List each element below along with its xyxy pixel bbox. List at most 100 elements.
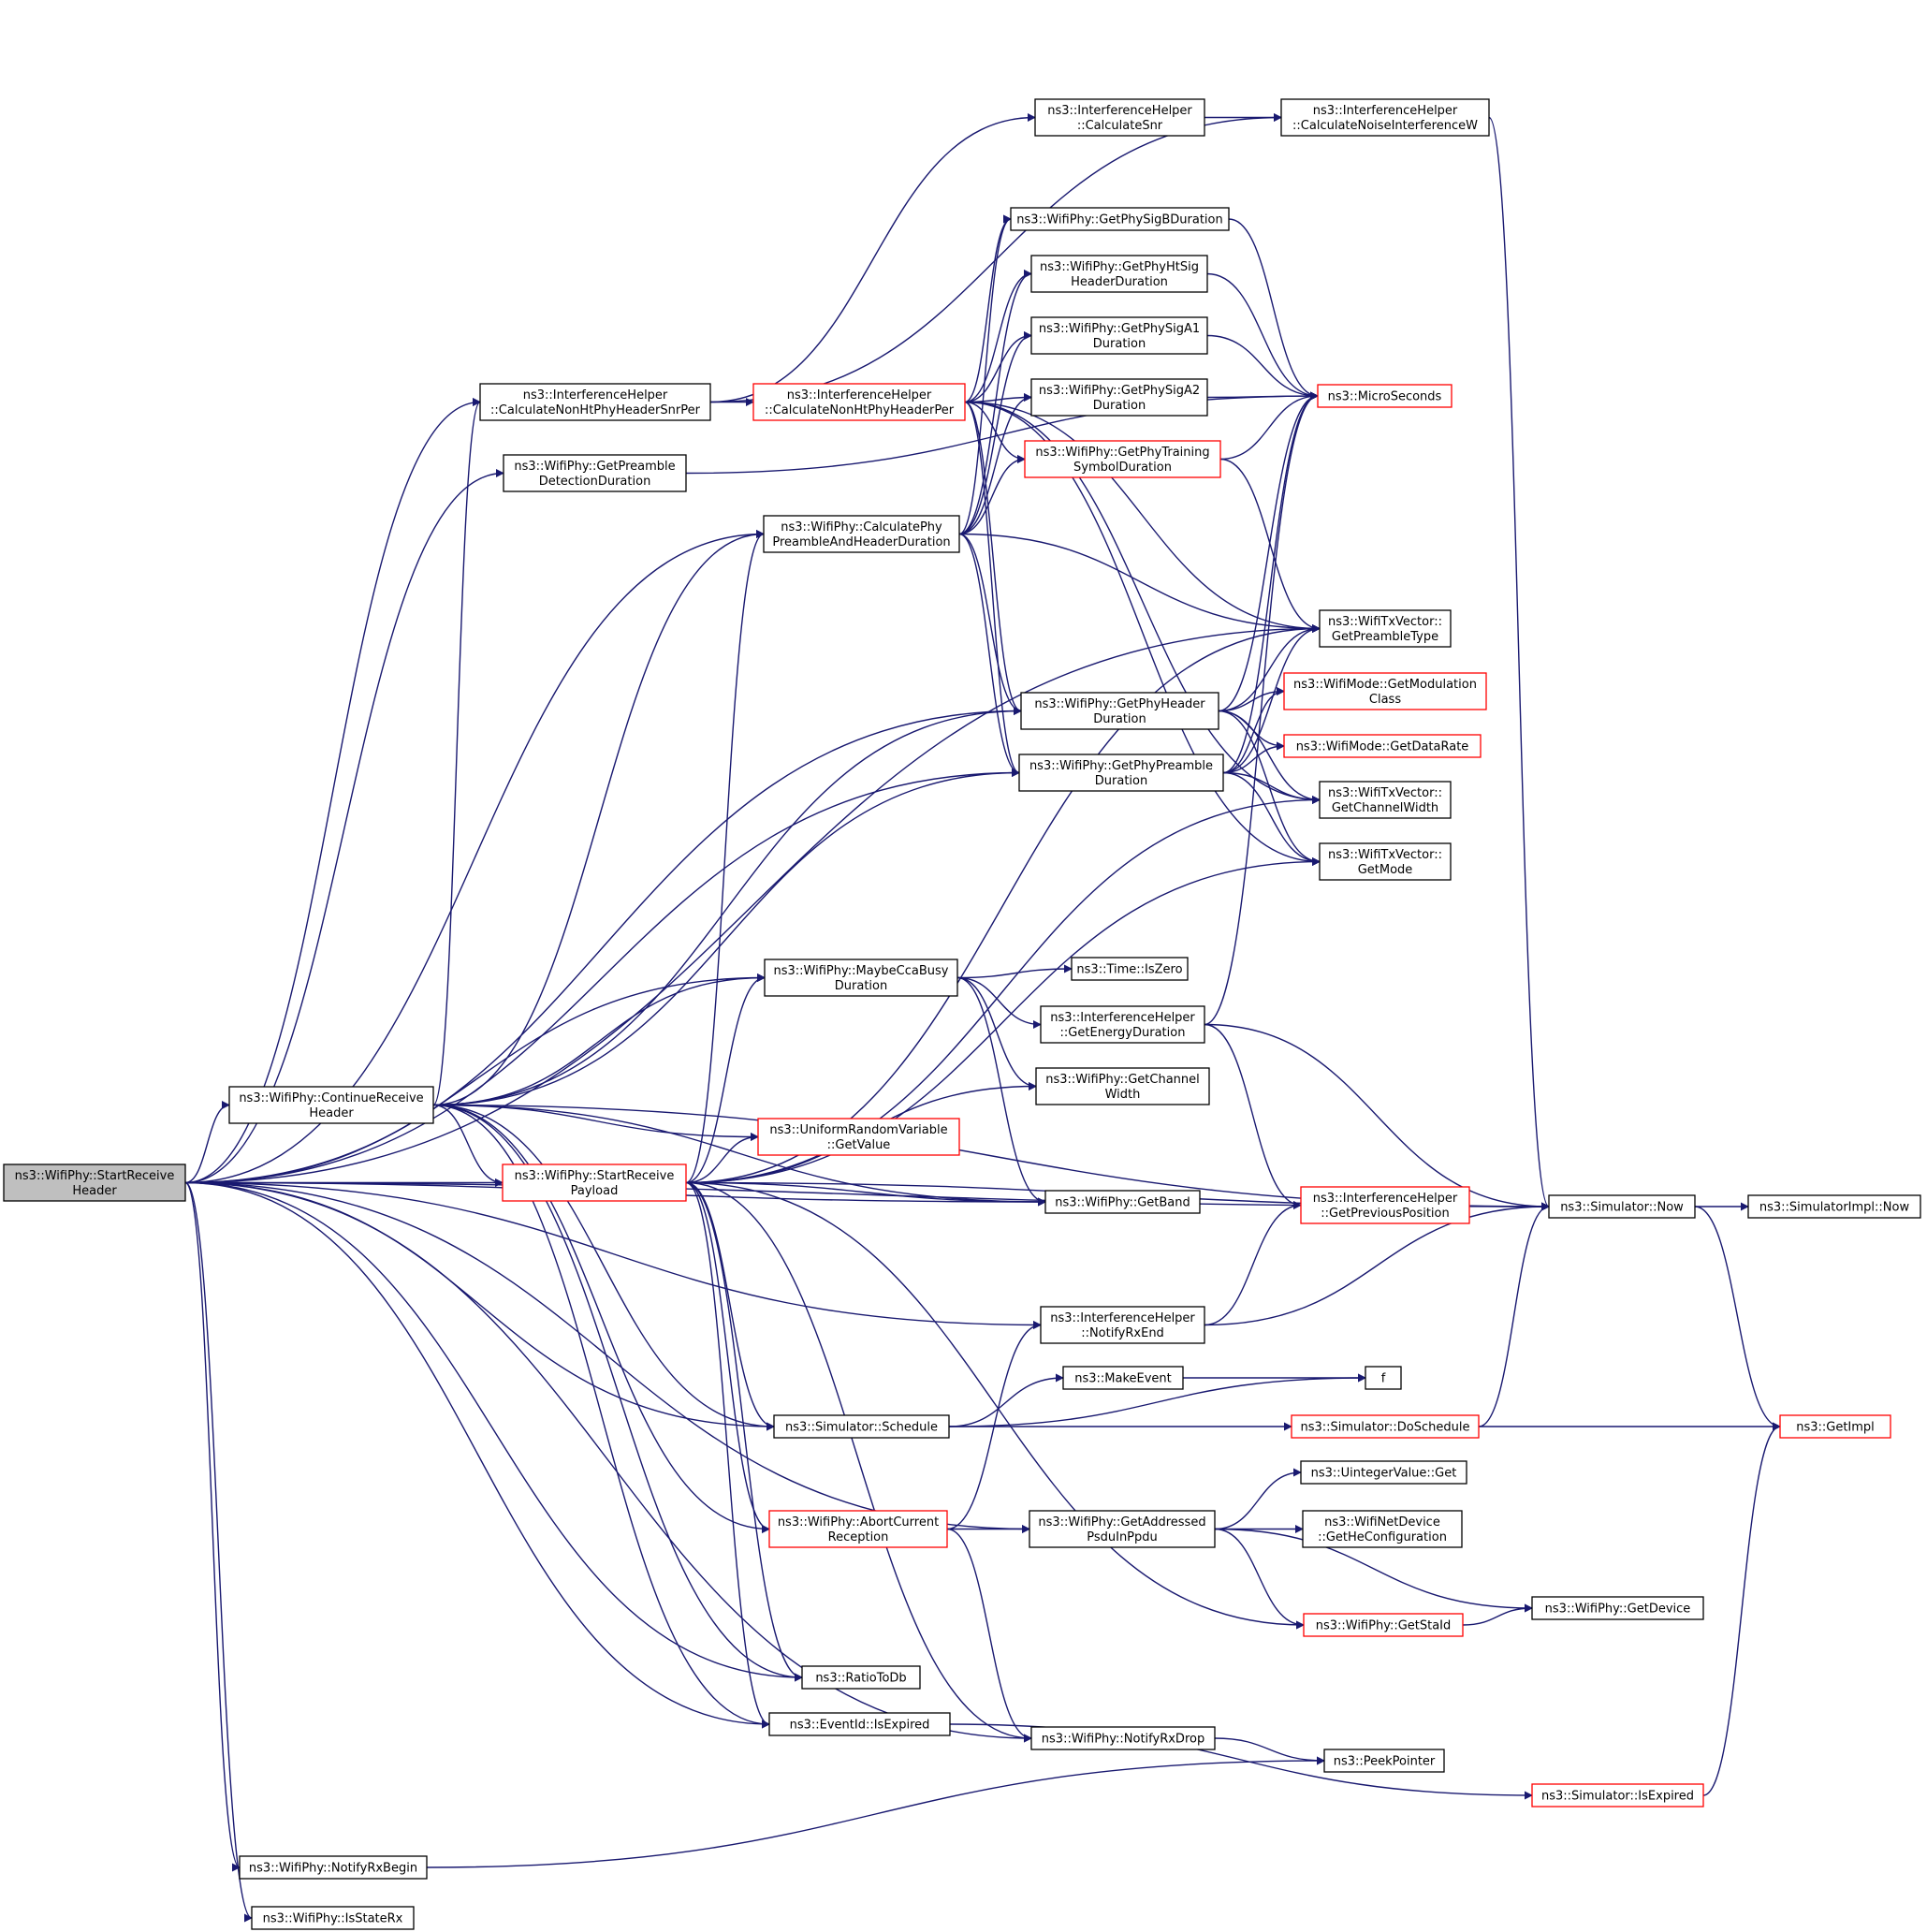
function-node-energy-dur[interactable]: ns3::InterferenceHelper::GetEnergyDurati…: [1040, 1005, 1205, 1044]
function-node-get-band[interactable]: ns3::WifiPhy::GetBand: [1044, 1190, 1201, 1214]
function-node-sig-b[interactable]: ns3::WifiPhy::GetPhySigBDuration: [1010, 207, 1230, 231]
edge-path: [1222, 771, 1321, 804]
function-node-channel-width[interactable]: ns3::WifiPhy::GetChannelWidth: [1035, 1067, 1210, 1105]
function-node-notify-rx-drop[interactable]: ns3::WifiPhy::NotifyRxDrop: [1030, 1726, 1216, 1750]
node-label-line: Duration: [835, 979, 887, 993]
call-edge-phyPreamble-to-dataRate: [1222, 741, 1285, 774]
function-node-notify-rx-begin[interactable]: ns3::WifiPhy::NotifyRxBegin: [239, 1855, 428, 1880]
function-node-now[interactable]: ns3::Simulator::Now: [1548, 1194, 1696, 1219]
node-box: [1030, 1726, 1216, 1750]
call-edge-calcNonHtPer-to-preambleType: [964, 401, 1321, 633]
call-edge-root-to-continueRx: [184, 1101, 230, 1184]
function-node-tx-channel-width[interactable]: ns3::WifiTxVector::GetChannelWidth: [1319, 781, 1452, 819]
node-label-line: ns3::WifiPhy::ContinueReceive: [239, 1091, 423, 1105]
edge-path: [948, 1373, 1366, 1427]
edge-path: [964, 270, 1032, 403]
function-node-get-impl[interactable]: ns3::GetImpl: [1779, 1414, 1891, 1439]
function-node-preamble-type[interactable]: ns3::WifiTxVector::GetPreambleType: [1319, 609, 1452, 648]
call-edge-calcNonHtPer-to-sigA1: [964, 331, 1032, 403]
function-node-calc-non-ht-per[interactable]: ns3::InterferenceHelper::CalculateNonHtP…: [752, 383, 966, 421]
function-node-event-is-expired[interactable]: ns3::EventId::IsExpired: [768, 1712, 951, 1736]
edge-path: [964, 214, 1012, 403]
edge-path: [685, 1181, 1032, 1743]
edge-path: [1222, 771, 1321, 866]
edge-path: [1222, 687, 1285, 774]
function-node-sim-impl-now[interactable]: ns3::SimulatorImpl::Now: [1747, 1194, 1921, 1219]
function-node-micro-seconds[interactable]: ns3::MicroSeconds: [1317, 384, 1453, 408]
function-node-calc-non-ht-snr-per[interactable]: ns3::InterferenceHelper::CalculateNonHtP…: [479, 383, 711, 421]
function-node-uniform-rv[interactable]: ns3::UniformRandomVariable::GetValue: [757, 1118, 960, 1156]
function-node-calc-phy-preamble[interactable]: ns3::WifiPhy::CalculatePhyPreambleAndHea…: [763, 515, 960, 553]
node-box: [1062, 1366, 1184, 1390]
function-node-calc-snr[interactable]: ns3::InterferenceHelper::CalculateSnr: [1034, 98, 1205, 137]
node-label-line: ns3::WifiPhy::GetPhyHtSig: [1040, 260, 1199, 274]
call-edge-noiseInterf-to-now: [1488, 116, 1550, 1211]
edge-path: [958, 533, 1022, 715]
function-node-schedule[interactable]: ns3::Simulator::Schedule: [773, 1414, 950, 1439]
edge-path: [685, 1181, 1046, 1207]
function-node-uint-get[interactable]: ns3::UintegerValue::Get: [1300, 1460, 1467, 1485]
node-label-line: ns3::InterferenceHelper: [1313, 104, 1458, 118]
edge-path: [1206, 334, 1319, 401]
call-edge-sigA2-to-microSeconds: [1206, 391, 1319, 401]
call-edge-phyPreamble-to-preambleType: [1222, 624, 1321, 774]
edge-path: [1214, 1468, 1302, 1530]
function-node-peek-pointer[interactable]: ns3::PeekPointer: [1323, 1749, 1445, 1773]
call-edge-phyPreamble-to-modClass: [1222, 687, 1285, 774]
node-box: [1319, 842, 1452, 881]
function-node-tx-get-mode[interactable]: ns3::WifiTxVector::GetMode: [1319, 842, 1452, 881]
edge-path: [956, 976, 1037, 1090]
function-node-f[interactable]: f: [1365, 1366, 1402, 1390]
call-edge-startRxPayload-to-txChannelWidth: [685, 796, 1321, 1184]
node-label-line: ns3::WifiPhy::StartReceive: [15, 1169, 175, 1183]
call-edge-root-to-phyPreamble: [184, 768, 1020, 1184]
edge-path: [184, 1181, 1550, 1211]
node-label-line: ns3::UniformRandomVariable: [769, 1123, 947, 1137]
node-label-line: ns3::InterferenceHelper: [1050, 1011, 1195, 1025]
node-label-line: ns3::WifiPhy::GetPhyPreamble: [1029, 759, 1213, 773]
call-edge-root-to-now: [184, 1181, 1550, 1211]
function-node-do-schedule[interactable]: ns3::Simulator::DoSchedule: [1291, 1414, 1480, 1439]
function-node-noise-interf[interactable]: ns3::InterferenceHelper::CalculateNoiseI…: [1280, 98, 1490, 137]
node-label-line: ns3::Simulator::IsExpired: [1541, 1790, 1694, 1804]
function-node-get-preamble-det[interactable]: ns3::WifiPhy::GetPreambleDetectionDurati…: [503, 454, 687, 492]
call-edge-root-to-notifyRxBegin: [184, 1181, 241, 1872]
call-edge-startRxPayload-to-maybeCca: [685, 973, 766, 1184]
call-edge-root-to-ratioToDb: [184, 1181, 803, 1682]
call-edge-calcPhyPreamble-to-htSig: [958, 270, 1032, 535]
call-edge-phyPreamble-to-txGetMode: [1222, 771, 1321, 866]
function-node-sim-is-expired[interactable]: ns3::Simulator::IsExpired: [1531, 1783, 1704, 1808]
node-label-line: GetPreambleType: [1332, 630, 1438, 644]
edge-path: [432, 1104, 770, 1533]
function-node-make-event[interactable]: ns3::MakeEvent: [1062, 1366, 1184, 1390]
function-node-training-sym[interactable]: ns3::WifiPhy::GetPhyTrainingSymbolDurati…: [1024, 440, 1221, 478]
call-edge-startRxPayload-to-eventIsExpired: [685, 1181, 770, 1729]
function-node-notify-rx-end[interactable]: ns3::InterferenceHelper::NotifyRxEnd: [1040, 1306, 1205, 1344]
function-node-prev-pos[interactable]: ns3::InterferenceHelper::GetPreviousPosi…: [1300, 1186, 1470, 1224]
edge-path: [958, 393, 1032, 535]
call-edge-addressedPsdu-to-getStaId: [1214, 1528, 1305, 1630]
function-node-ratio-to-db[interactable]: ns3::RatioToDb: [801, 1665, 921, 1690]
call-edge-startRxPayload-to-schedule: [685, 1181, 775, 1431]
function-node-is-state-rx[interactable]: ns3::WifiPhy::IsStateRx: [251, 1906, 415, 1930]
node-box: [239, 1855, 428, 1880]
node-box: [1283, 672, 1487, 710]
edge-path: [956, 976, 1046, 1207]
function-node-data-rate[interactable]: ns3::WifiMode::GetDataRate: [1283, 734, 1482, 758]
function-node-is-zero[interactable]: ns3::Time::IsZero: [1071, 957, 1189, 981]
function-node-get-device[interactable]: ns3::WifiPhy::GetDevice: [1531, 1596, 1704, 1620]
function-node-get-sta-id[interactable]: ns3::WifiPhy::GetStaId: [1303, 1613, 1464, 1637]
function-node-he-config[interactable]: ns3::WifiNetDevice::GetHeConfiguration: [1302, 1510, 1463, 1548]
call-edge-maybeCca-to-isZero: [956, 964, 1073, 979]
